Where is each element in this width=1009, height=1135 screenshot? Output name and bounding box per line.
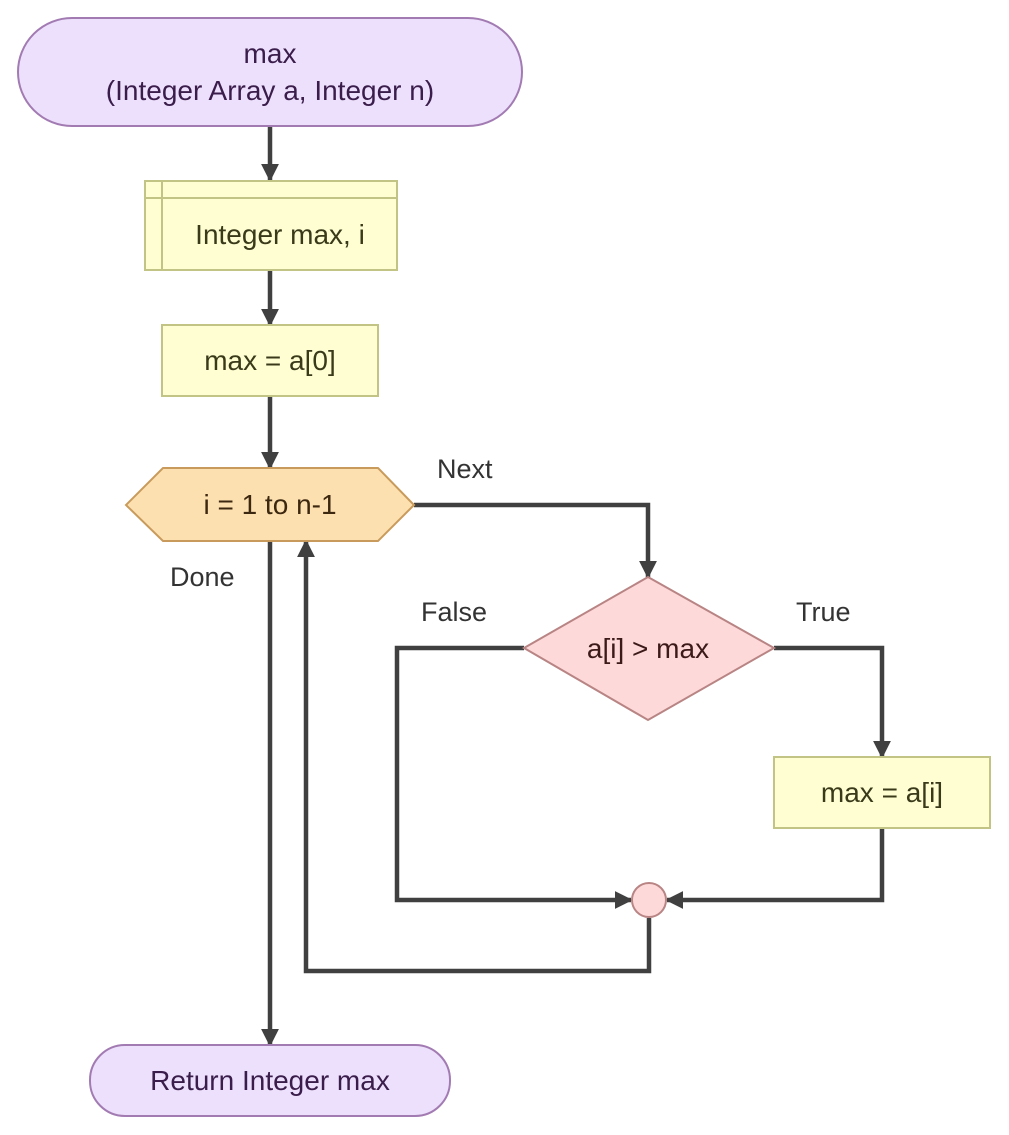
edge-label-next: Next (437, 454, 493, 484)
end-terminal-shape (89, 1044, 451, 1117)
loop-text: i = 1 to n-1 (203, 489, 336, 520)
edge-label-false: False (421, 597, 487, 627)
assign-max-node: max = a[i] (773, 756, 991, 829)
loop-node: i = 1 to n-1 (124, 467, 416, 542)
condition-diamond-shape (521, 575, 777, 722)
declare-node: Integer max, i (144, 180, 398, 271)
condition-node: a[i] > max (521, 575, 777, 722)
condition-text: a[i] > max (587, 633, 709, 664)
merge-connector (631, 882, 667, 918)
edge-condition-false (394, 645, 633, 909)
edge-condition-true (774, 645, 891, 759)
edge-loop-next (414, 502, 657, 579)
declare-text: Integer max, i (195, 219, 365, 250)
start-node: max (Integer Array a, Integer n) (17, 17, 523, 127)
assign-max-shape (773, 756, 991, 829)
declare-shape (144, 180, 398, 271)
start-function-name: max (244, 38, 297, 69)
edge-label-true: True (796, 597, 851, 627)
assign-init-node: max = a[0] (161, 324, 379, 397)
assign-max-text: max = a[i] (821, 777, 943, 808)
assign-init-text: max = a[0] (204, 345, 336, 376)
end-node: Return Integer max (89, 1044, 451, 1117)
assign-init-shape (161, 324, 379, 397)
end-text: Return Integer max (150, 1065, 390, 1096)
start-terminal-shape (17, 17, 523, 127)
edge-merge-loop-back (297, 539, 652, 974)
edge-label-done: Done (170, 562, 235, 592)
start-parameters: (Integer Array a, Integer n) (106, 75, 434, 106)
edges (261, 127, 891, 1047)
edge-assign-to-merge (665, 829, 885, 909)
loop-hexagon-shape (124, 467, 416, 542)
